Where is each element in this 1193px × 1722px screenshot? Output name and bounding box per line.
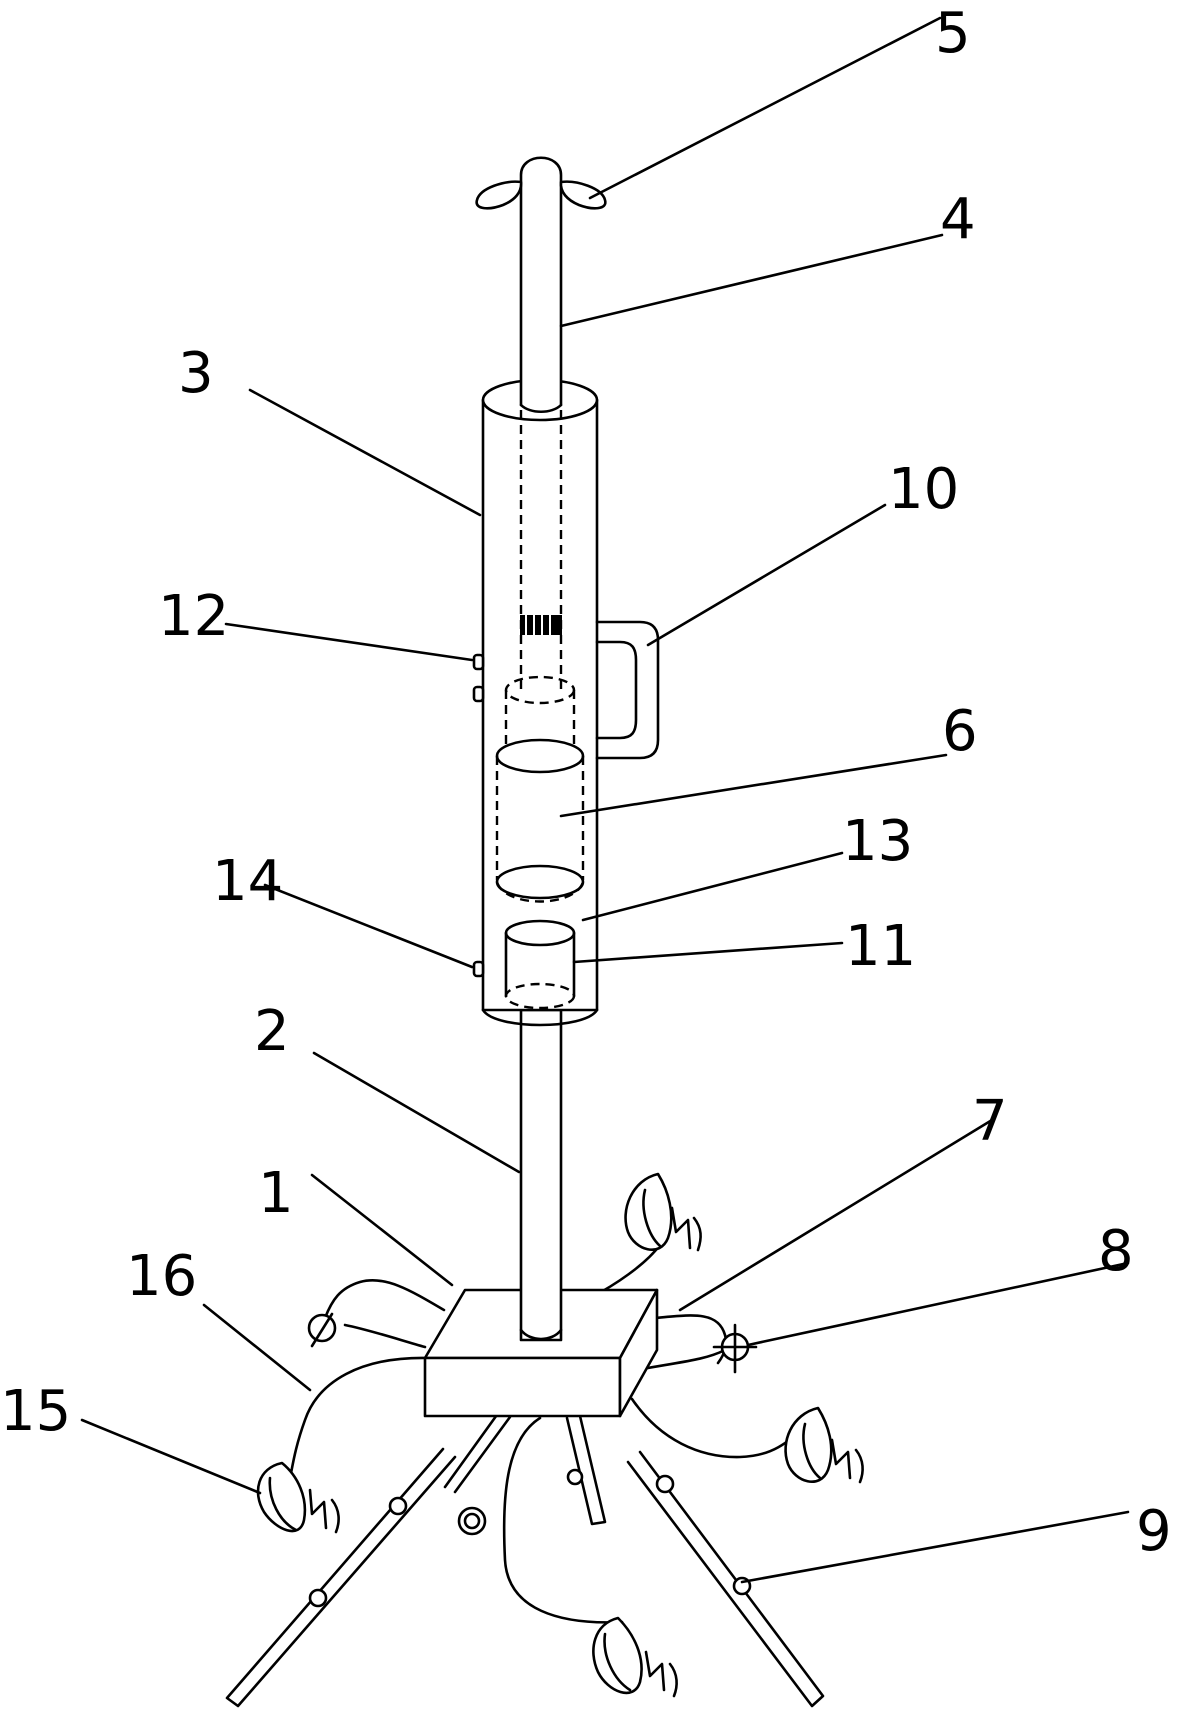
leg-center-right bbox=[567, 1416, 605, 1524]
label-12: 12 bbox=[158, 584, 229, 649]
label-16: 16 bbox=[126, 1244, 197, 1309]
label-15: 15 bbox=[0, 1379, 71, 1444]
label-2: 2 bbox=[254, 999, 290, 1064]
upper-rod bbox=[521, 158, 561, 412]
sensor-left-15 bbox=[258, 1463, 339, 1532]
connector-right-8 bbox=[714, 1325, 756, 1372]
label-1: 1 bbox=[258, 1161, 294, 1226]
label-7: 7 bbox=[972, 1089, 1008, 1154]
label-6: 6 bbox=[942, 699, 978, 764]
label-9: 9 bbox=[1136, 1499, 1172, 1564]
label-3: 3 bbox=[178, 341, 214, 406]
sensor-bottom bbox=[593, 1618, 676, 1696]
label-11: 11 bbox=[845, 914, 916, 979]
handle bbox=[597, 622, 658, 758]
side-buttons bbox=[474, 655, 483, 976]
label-13: 13 bbox=[842, 809, 913, 874]
sensor-right bbox=[786, 1408, 863, 1482]
lower-rod bbox=[521, 1010, 561, 1340]
label-10: 10 bbox=[888, 457, 959, 522]
label-8: 8 bbox=[1098, 1219, 1134, 1284]
sensor-top bbox=[626, 1174, 701, 1250]
label-5: 5 bbox=[935, 1, 971, 66]
leg-center-left bbox=[445, 1412, 510, 1534]
label-4: 4 bbox=[940, 187, 976, 252]
connector-left-top bbox=[309, 1314, 335, 1346]
label-14: 14 bbox=[212, 849, 283, 914]
